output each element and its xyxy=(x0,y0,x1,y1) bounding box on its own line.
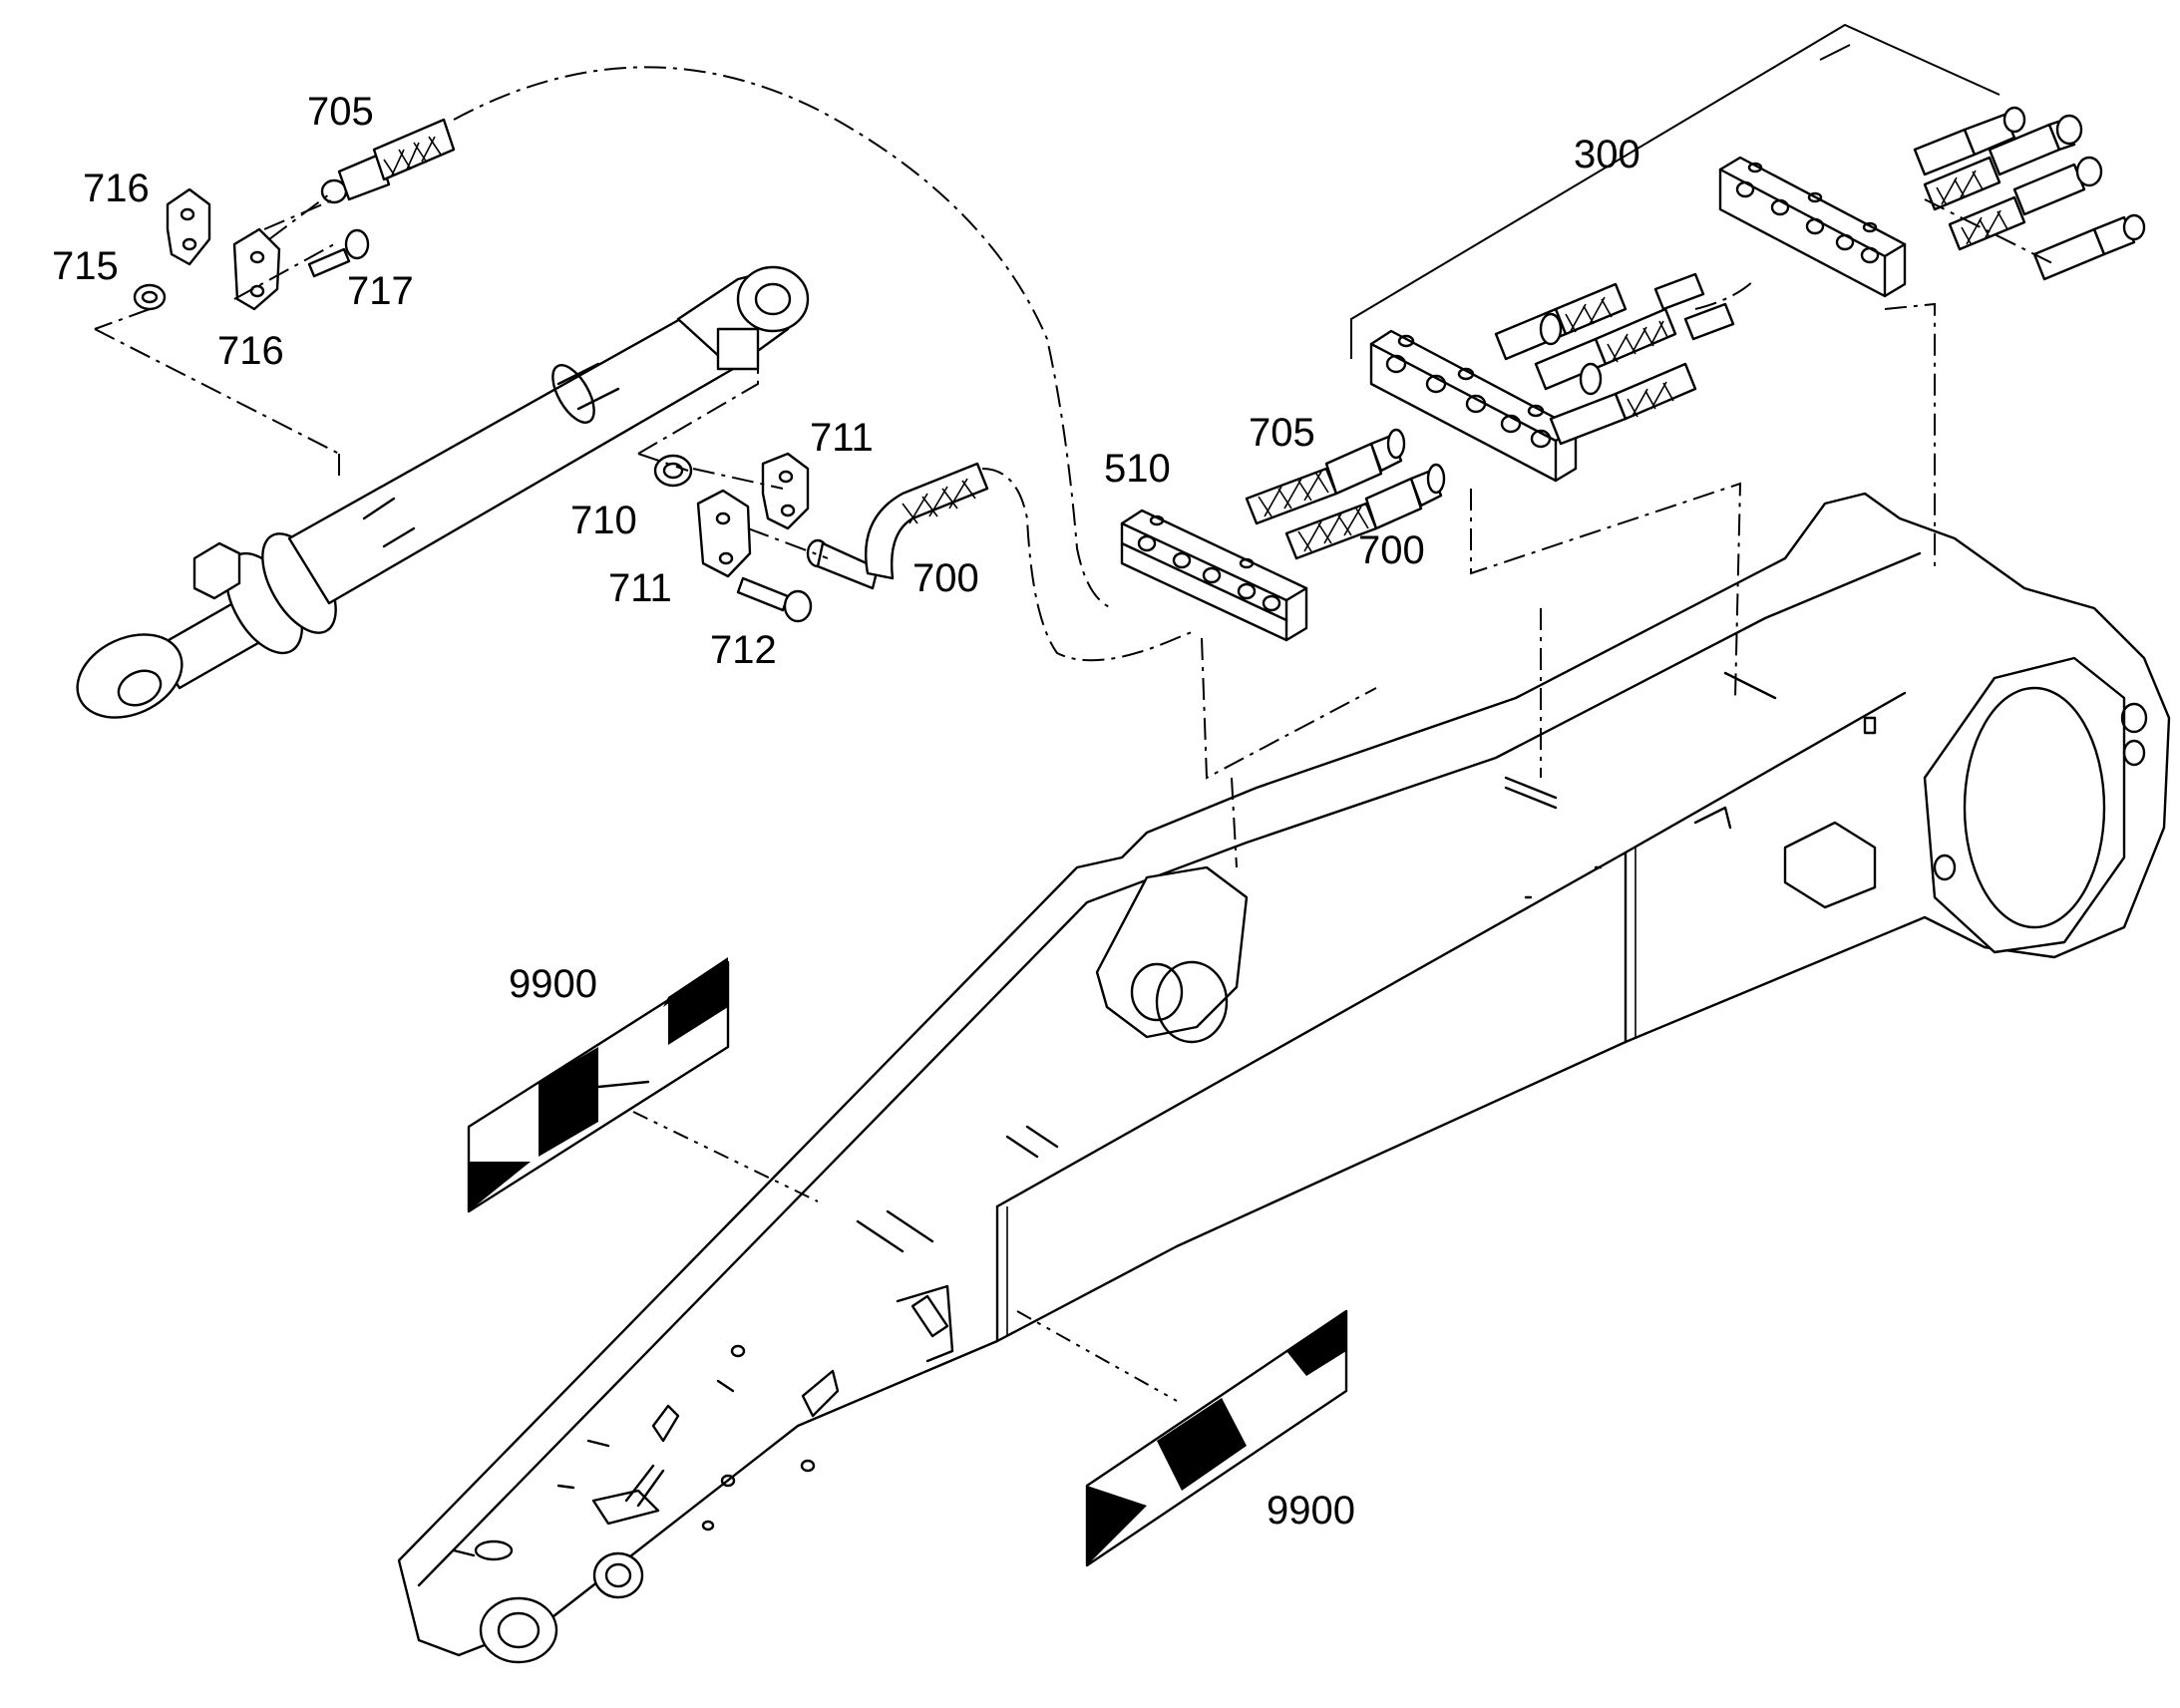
bolt-717 xyxy=(307,247,351,278)
head-end-eye xyxy=(736,265,810,333)
callout-9900-upper: 9900 xyxy=(509,962,597,1006)
clamp-block-510 xyxy=(1120,509,1308,642)
hose-700-a xyxy=(864,462,989,580)
boom-rear-pivot-plate xyxy=(1923,656,2126,954)
callout-715: 715 xyxy=(52,244,119,288)
callout-717: 717 xyxy=(347,269,414,313)
callout-9900-lower: 9900 xyxy=(1267,1489,1355,1533)
callout-711-top: 711 xyxy=(810,416,874,460)
callout-716-bottom: 716 xyxy=(217,329,284,373)
hose-fitting-705-a xyxy=(337,153,391,201)
boom-mid-knuckle xyxy=(1095,865,1249,1039)
callout-labels: 705 716 715 717 716 711 710 711 712 700 … xyxy=(52,90,1640,1533)
flange-group-lower xyxy=(653,452,989,623)
callout-700-middle: 700 xyxy=(1358,528,1425,572)
bolt-712 xyxy=(736,576,790,612)
callout-300: 300 xyxy=(1574,133,1640,176)
boom-foot-pin-boss xyxy=(479,1596,558,1664)
callout-712: 712 xyxy=(710,628,777,672)
callout-510: 510 xyxy=(1104,447,1171,491)
clamp-assembly-300 xyxy=(1369,106,2146,483)
o-ring-710 xyxy=(653,454,693,488)
hose-pair-middle xyxy=(1245,428,1446,560)
callout-716-top: 716 xyxy=(83,167,150,210)
split-flange-711-a xyxy=(761,452,810,530)
callout-705-top: 705 xyxy=(307,90,374,134)
warning-decal-9900-lower xyxy=(1085,1309,1348,1567)
callout-705-middle: 705 xyxy=(1249,411,1315,455)
warning-decal-9900-upper xyxy=(467,957,730,1213)
callout-711-bottom: 711 xyxy=(608,566,672,610)
leader-lines xyxy=(94,23,2055,1402)
clamp-block-300-front xyxy=(1369,329,1578,483)
split-flange-716-a xyxy=(166,187,211,266)
o-ring-715 xyxy=(133,283,167,311)
hose-705-a xyxy=(372,118,456,181)
callout-700-lower-left: 700 xyxy=(912,556,979,600)
split-flange-716-b xyxy=(232,227,281,311)
flange-group-upper xyxy=(133,118,456,311)
callout-710: 710 xyxy=(570,499,637,542)
split-flange-711-b xyxy=(696,489,752,578)
hydraulic-cylinder xyxy=(76,265,810,719)
clamp-block-300-rear xyxy=(1718,156,1907,298)
boom-arm xyxy=(397,492,2171,1664)
